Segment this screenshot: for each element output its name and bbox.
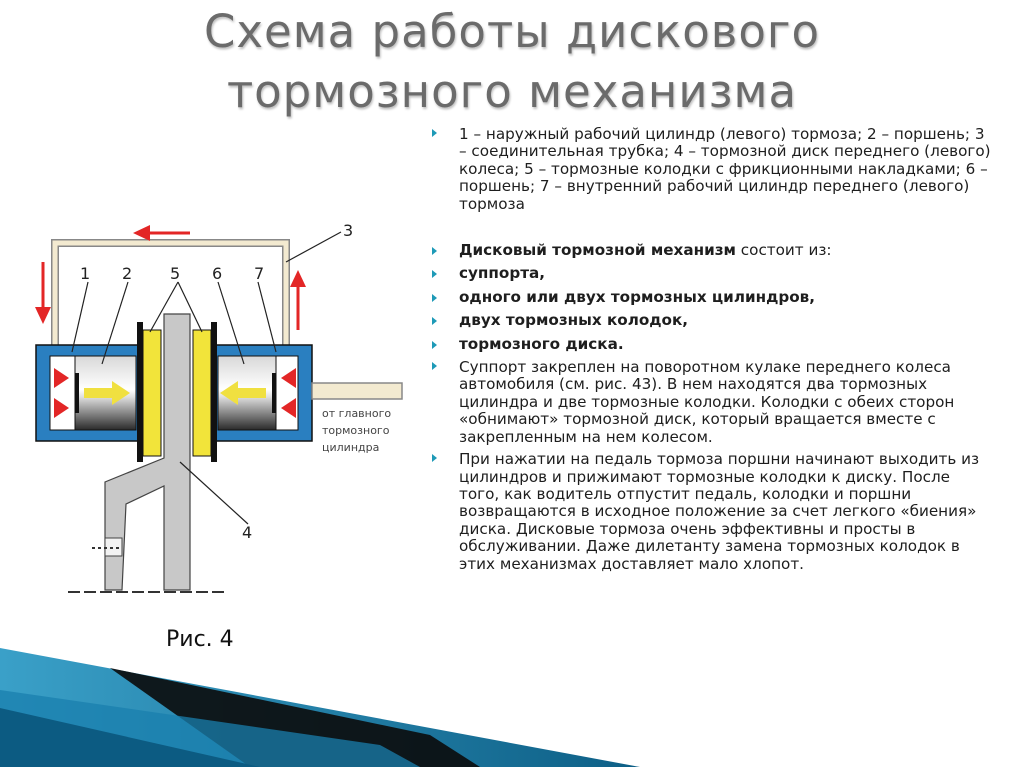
- brake-pads: [137, 322, 217, 462]
- label-5: 5: [170, 264, 180, 283]
- label-4: 4: [242, 523, 252, 542]
- inlet-label-2: тормозного: [322, 424, 390, 437]
- title-line-2: тормозного механизма: [226, 65, 798, 118]
- title-line-1: Схема работы дискового: [203, 5, 821, 58]
- part-item: суппорта,: [432, 265, 992, 282]
- decorative-wedge: [0, 648, 640, 767]
- label-6: 6: [212, 264, 222, 283]
- bullet-icon: [432, 362, 437, 371]
- part-text: двух тормозных колодок,: [459, 311, 689, 330]
- brake-disc: [68, 313, 228, 593]
- paragraph-text: При нажатии на педаль тормоза поршни нач…: [459, 450, 980, 573]
- slide-title: Схема работы дискового тормозного механи…: [0, 2, 1024, 122]
- paragraph-item: При нажатии на педаль тормоза поршни нач…: [432, 450, 992, 573]
- leader-lines: [71, 231, 342, 525]
- connecting-tube: [51, 239, 290, 350]
- part-item: тормозного диска.: [432, 334, 992, 353]
- legend-item: 1 – наружный рабочий цилиндр (левого) то…: [432, 125, 992, 213]
- paragraph-text: Суппорт закреплен на поворотном кулаке п…: [459, 358, 955, 446]
- inlet-label-1: от главного: [322, 407, 391, 420]
- pressure-arrows: [35, 225, 306, 418]
- part-labels: 1 2 3 4 5 6 7 от главного тормозного цил…: [80, 221, 391, 542]
- part-item: двух тормозных колодок,: [432, 312, 992, 329]
- bullet-icon: [432, 317, 437, 326]
- label-7: 7: [254, 264, 264, 283]
- label-2: 2: [122, 264, 132, 283]
- label-1: 1: [80, 264, 90, 283]
- bullet-icon: [432, 293, 437, 302]
- part-text: одного или двух тормозных цилиндров,: [459, 287, 816, 306]
- bullet-icon: [432, 454, 437, 463]
- bullet-icon: [432, 270, 437, 279]
- composition-bold: Дисковый тормозной механизм: [459, 241, 736, 260]
- paragraph-item: Суппорт закреплен на поворотном кулаке п…: [432, 358, 992, 446]
- figure-caption: Рис. 4: [166, 627, 234, 652]
- part-item: одного или двух тормозных цилиндров,: [432, 287, 992, 306]
- bullet-icon: [432, 340, 437, 349]
- legend-text: 1 – наружный рабочий цилиндр (левого) то…: [459, 125, 991, 213]
- composition-rest: состоит из:: [735, 241, 832, 260]
- composition-item: Дисковый тормозной механизм состоит из:: [432, 241, 992, 260]
- text-content: 1 – наружный рабочий цилиндр (левого) то…: [432, 125, 992, 573]
- bullet-icon: [432, 129, 437, 137]
- label-3: 3: [343, 221, 353, 240]
- part-text: тормозного диска.: [459, 334, 624, 353]
- part-text: суппорта,: [459, 264, 546, 283]
- inlet-label-3: цилиндра: [322, 441, 379, 454]
- piston-force-arrows: [84, 381, 266, 405]
- bullet-icon: [432, 247, 437, 256]
